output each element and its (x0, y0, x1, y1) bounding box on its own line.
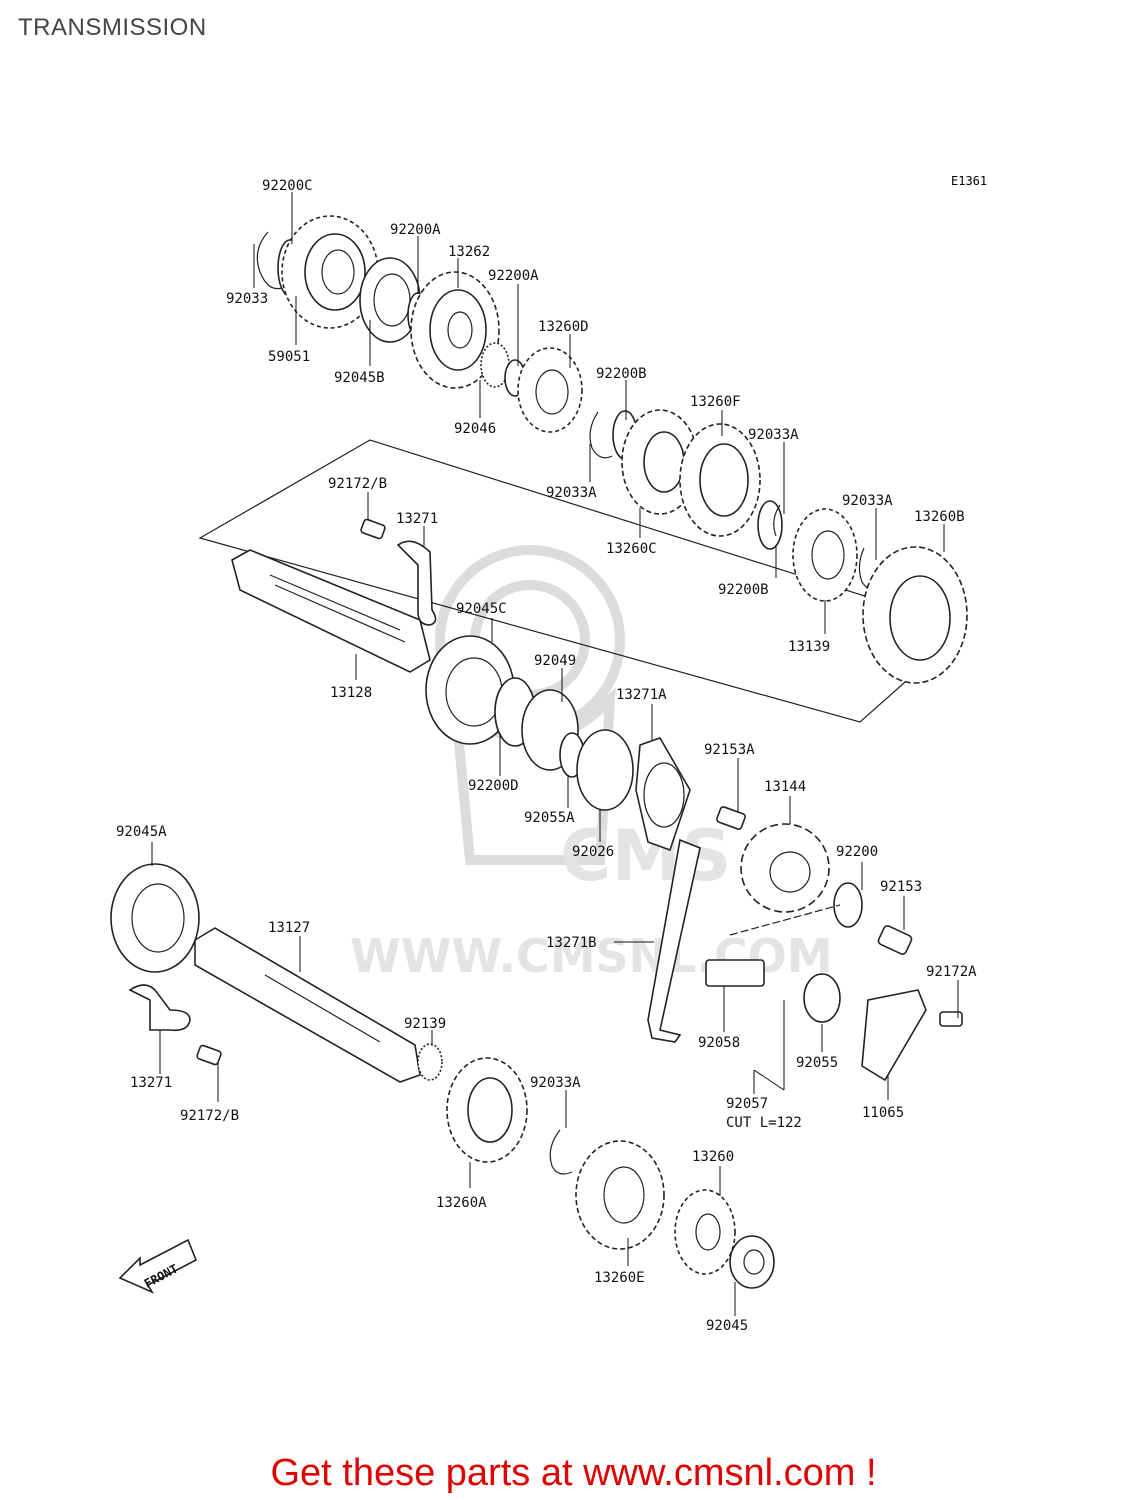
label-13260a: 13260A (436, 1195, 487, 1211)
label-92172b-1: 92172/B (328, 476, 387, 492)
label-13128: 13128 (330, 685, 372, 701)
bearing-92045 (729, 1235, 775, 1289)
label-13260c: 13260C (606, 541, 657, 557)
shaft-13128 (231, 549, 431, 673)
label-13139: 13139 (788, 639, 830, 655)
label-92057: 92057 (726, 1096, 768, 1112)
lever-13271b (647, 838, 701, 1043)
label-92045a: 92045A (116, 824, 167, 840)
shaft-13127 (194, 927, 421, 1083)
chain-92057 (705, 904, 841, 987)
label-92172b-2: 92172/B (180, 1108, 239, 1124)
page-title: TRANSMISSION (18, 14, 207, 41)
circlip-92033 (256, 231, 283, 290)
label-92057-cut: CUT L=122 (726, 1115, 802, 1131)
bolt-92153a (716, 806, 746, 830)
needle-bearing-92139 (417, 1043, 443, 1081)
label-13260f: 13260F (690, 394, 741, 410)
label-92200a-2: 92200A (488, 268, 539, 284)
plate-13271a (635, 737, 691, 852)
label-92026: 92026 (572, 844, 614, 860)
label-13271-1: 13271 (396, 511, 438, 527)
gear-13260e (575, 1140, 665, 1250)
label-92046: 92046 (454, 421, 496, 437)
sprocket-13144 (740, 823, 830, 913)
washer-92200 (833, 882, 863, 928)
label-13271b: 13271B (546, 935, 597, 951)
bracket-13271-2 (128, 984, 191, 1032)
gear-59051 (281, 215, 379, 329)
part-labels: 92200C 92033 59051 92200A 13262 92200A 9… (116, 178, 977, 1334)
label-13260b: 13260B (914, 509, 965, 525)
gear-13260c (621, 409, 699, 515)
label-92033: 92033 (226, 291, 268, 307)
label-13127: 13127 (268, 920, 310, 936)
label-92172a: 92172A (926, 964, 977, 980)
label-92033a-4: 92033A (530, 1075, 581, 1091)
circlip-92033a-4 (549, 1129, 573, 1175)
label-13144: 13144 (764, 779, 806, 795)
label-11065: 11065 (862, 1105, 904, 1121)
bearing-92045a (110, 863, 200, 973)
label-92033a-2: 92033A (748, 427, 799, 443)
leader-lines (151, 192, 959, 1316)
label-13260d: 13260D (538, 319, 589, 335)
label-92045b: 92045B (334, 370, 385, 386)
label-92033a-1: 92033A (546, 485, 597, 501)
label-92049: 92049 (534, 653, 576, 669)
circlip-92033a-1 (589, 411, 613, 459)
label-92153: 92153 (880, 879, 922, 895)
label-92200d: 92200D (468, 778, 519, 794)
diagram-code: E1361 (951, 174, 988, 188)
footer-link-text[interactable]: Get these parts at www.cmsnl.com ! (270, 1452, 877, 1494)
label-92045c: 92045C (456, 601, 507, 617)
front-arrow-icon: FRONT (118, 1238, 198, 1294)
label-92045: 92045 (706, 1318, 748, 1334)
cover-11065 (861, 989, 927, 1082)
label-92200b-2: 92200B (718, 582, 769, 598)
label-92033a-3: 92033A (842, 493, 893, 509)
label-92200: 92200 (836, 844, 878, 860)
gear-13260f (679, 423, 761, 537)
gear-13260b (862, 546, 968, 684)
label-92200a-1: 92200A (390, 222, 441, 238)
label-92055: 92055 (796, 1055, 838, 1071)
oil-seal-92026 (576, 729, 634, 811)
gear-13260a (446, 1057, 528, 1163)
bracket-13271-1 (396, 540, 437, 626)
label-13271-2: 13271 (130, 1075, 172, 1091)
bolt-92172b-1 (360, 518, 386, 540)
label-59051: 59051 (268, 349, 310, 365)
gear-13139 (792, 508, 858, 602)
gear-13262 (410, 271, 500, 389)
label-92058: 92058 (698, 1035, 740, 1051)
circlip-92033a-2 (773, 504, 781, 537)
oring-92055 (803, 973, 841, 1023)
gear-13260d (517, 347, 583, 433)
label-13260e: 13260E (594, 1270, 645, 1286)
bolt-92172b-2 (196, 1044, 222, 1066)
label-13271a: 13271A (616, 687, 667, 703)
label-92055a: 92055A (524, 810, 575, 826)
gear-13260 (674, 1189, 736, 1275)
label-13260: 13260 (692, 1149, 734, 1165)
bolt-92172a (939, 1011, 963, 1027)
label-92200b-1: 92200B (596, 366, 647, 382)
label-92153a: 92153A (704, 742, 755, 758)
label-92200c: 92200C (262, 178, 313, 194)
bolt-92153 (877, 925, 913, 955)
label-13262: 13262 (448, 244, 490, 260)
label-92139: 92139 (404, 1016, 446, 1032)
